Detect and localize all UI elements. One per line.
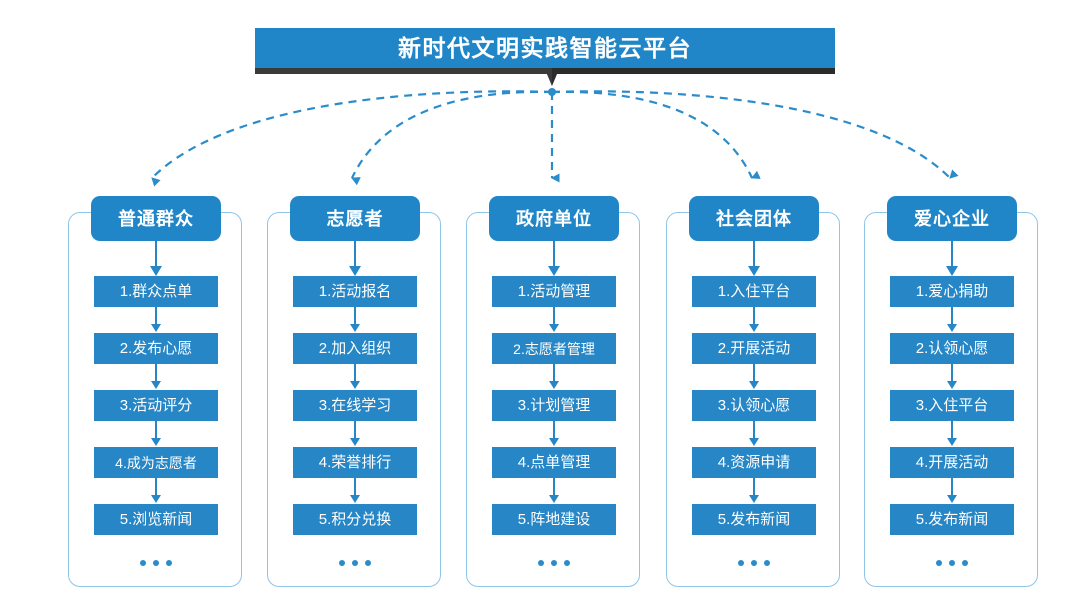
- down-arrow-icon: [68, 307, 244, 333]
- step-label: 2.开展活动: [717, 340, 791, 357]
- column-header-1[interactable]: 普通群众: [91, 196, 221, 241]
- more-ellipsis: [864, 545, 1040, 581]
- step-label: 3.入住平台: [915, 397, 989, 414]
- step-item[interactable]: 3.入住平台: [890, 390, 1014, 421]
- column-steps-2: 1.活动报名 2.加入组织 3.在线学习 4.荣誉排行 5.积分兑换: [267, 241, 443, 581]
- step-label: 2.志愿者管理: [513, 340, 595, 357]
- down-arrow-icon: [864, 478, 1040, 504]
- banner-shadow-ribbon: [255, 66, 835, 86]
- head-arrow-icon: [864, 241, 1040, 276]
- step-label: 3.认领心愿: [717, 397, 791, 414]
- head-arrow-icon: [666, 241, 842, 276]
- step-label: 1.活动管理: [517, 283, 591, 300]
- more-ellipsis: [267, 545, 443, 581]
- column-steps-4: 1.入住平台 2.开展活动 3.认领心愿 4.资源申请 5.发布新闻: [666, 241, 842, 581]
- step-label: 1.群众点单: [119, 283, 193, 300]
- down-arrow-icon: [267, 364, 443, 390]
- down-arrow-icon: [466, 421, 642, 447]
- column-header-4[interactable]: 社会团体: [689, 196, 819, 241]
- more-ellipsis: [68, 545, 244, 581]
- down-arrow-icon: [666, 307, 842, 333]
- step-item[interactable]: 4.荣誉排行: [293, 447, 417, 478]
- step-item[interactable]: 4.资源申请: [692, 447, 816, 478]
- down-arrow-icon: [267, 421, 443, 447]
- step-label: 5.发布新闻: [717, 511, 791, 528]
- step-item[interactable]: 2.认领心愿: [890, 333, 1014, 364]
- down-arrow-icon: [466, 478, 642, 504]
- down-arrow-icon: [864, 421, 1040, 447]
- step-item[interactable]: 1.活动管理: [492, 276, 616, 307]
- step-label: 5.积分兑换: [318, 511, 392, 528]
- step-item[interactable]: 3.计划管理: [492, 390, 616, 421]
- step-item[interactable]: 3.在线学习: [293, 390, 417, 421]
- step-item[interactable]: 2.志愿者管理: [492, 333, 616, 364]
- column-steps-1: 1.群众点单 2.发布心愿 3.活动评分 4.成为志愿者 5.浏览新闻: [68, 241, 244, 581]
- step-label: 5.阵地建设: [517, 511, 591, 528]
- column-title-3: 政府单位: [516, 208, 592, 229]
- head-arrow-icon: [466, 241, 642, 276]
- step-label: 4.开展活动: [915, 454, 989, 471]
- column-steps-3: 1.活动管理 2.志愿者管理 3.计划管理 4.点单管理 5.阵地建设: [466, 241, 642, 581]
- step-item[interactable]: 5.发布新闻: [890, 504, 1014, 535]
- platform-banner: 新时代文明实践智能云平台: [255, 28, 835, 86]
- step-item[interactable]: 5.积分兑换: [293, 504, 417, 535]
- step-item[interactable]: 1.入住平台: [692, 276, 816, 307]
- down-arrow-icon: [68, 421, 244, 447]
- column-title-4: 社会团体: [716, 208, 792, 229]
- step-label: 3.计划管理: [517, 397, 591, 414]
- step-label: 1.活动报名: [318, 283, 392, 300]
- step-label: 4.点单管理: [517, 454, 591, 471]
- column-title-1: 普通群众: [118, 208, 194, 229]
- down-arrow-icon: [666, 364, 842, 390]
- head-arrow-icon: [68, 241, 244, 276]
- step-item[interactable]: 5.浏览新闻: [94, 504, 218, 535]
- step-label: 2.发布心愿: [119, 340, 193, 357]
- step-label: 1.入住平台: [717, 283, 791, 300]
- down-arrow-icon: [466, 307, 642, 333]
- step-item[interactable]: 2.开展活动: [692, 333, 816, 364]
- down-arrow-icon: [466, 364, 642, 390]
- down-arrow-icon: [267, 478, 443, 504]
- down-arrow-icon: [864, 364, 1040, 390]
- step-label: 3.活动评分: [119, 397, 193, 414]
- step-item[interactable]: 3.活动评分: [94, 390, 218, 421]
- step-item[interactable]: 3.认领心愿: [692, 390, 816, 421]
- column-title-2: 志愿者: [326, 208, 384, 229]
- down-arrow-icon: [666, 478, 842, 504]
- step-item[interactable]: 2.发布心愿: [94, 333, 218, 364]
- step-label: 4.荣誉排行: [318, 454, 392, 471]
- step-item[interactable]: 1.爱心捐助: [890, 276, 1014, 307]
- step-label: 2.认领心愿: [915, 340, 989, 357]
- step-label: 4.资源申请: [717, 454, 791, 471]
- banner-bar: 新时代文明实践智能云平台: [255, 28, 835, 68]
- down-arrow-icon: [68, 364, 244, 390]
- platform-title: 新时代文明实践智能云平台: [398, 34, 692, 61]
- step-item[interactable]: 5.发布新闻: [692, 504, 816, 535]
- step-label: 3.在线学习: [318, 397, 392, 414]
- step-label: 5.发布新闻: [915, 511, 989, 528]
- down-arrow-icon: [267, 307, 443, 333]
- column-title-5: 爱心企业: [914, 208, 990, 229]
- column-header-2[interactable]: 志愿者: [290, 196, 420, 241]
- column-steps-5: 1.爱心捐助 2.认领心愿 3.入住平台 4.开展活动 5.发布新闻: [864, 241, 1040, 581]
- step-item[interactable]: 4.开展活动: [890, 447, 1014, 478]
- down-arrow-icon: [666, 421, 842, 447]
- down-arrow-icon: [68, 478, 244, 504]
- step-label: 4.成为志愿者: [115, 454, 197, 471]
- column-header-5[interactable]: 爱心企业: [887, 196, 1017, 241]
- step-item[interactable]: 1.活动报名: [293, 276, 417, 307]
- step-item[interactable]: 4.成为志愿者: [94, 447, 218, 478]
- step-item[interactable]: 2.加入组织: [293, 333, 417, 364]
- step-item[interactable]: 4.点单管理: [492, 447, 616, 478]
- step-label: 5.浏览新闻: [119, 511, 193, 528]
- head-arrow-icon: [267, 241, 443, 276]
- step-item[interactable]: 5.阵地建设: [492, 504, 616, 535]
- step-item[interactable]: 1.群众点单: [94, 276, 218, 307]
- step-label: 2.加入组织: [318, 340, 392, 357]
- more-ellipsis: [666, 545, 842, 581]
- step-label: 1.爱心捐助: [915, 283, 989, 300]
- column-header-3[interactable]: 政府单位: [489, 196, 619, 241]
- more-ellipsis: [466, 545, 642, 581]
- down-arrow-icon: [864, 307, 1040, 333]
